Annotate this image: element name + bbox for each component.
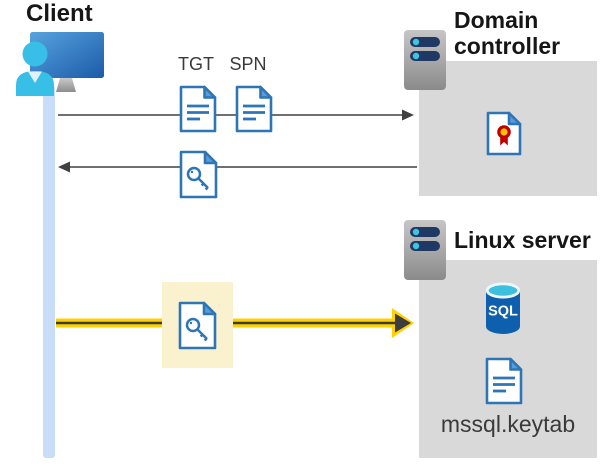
certificate-icon [486, 111, 522, 156]
domain-controller-heading: Domain controller [454, 7, 561, 59]
key-ticket-icon [179, 150, 218, 199]
tgt-document-icon [179, 85, 217, 133]
client-timeline [43, 86, 55, 458]
auth-arrow [56, 308, 414, 338]
user-silhouette [16, 41, 54, 96]
spn-label: SPN [229, 54, 267, 74]
request-arrow [58, 109, 414, 121]
monitor-screen [30, 32, 104, 78]
monitor-stand [56, 78, 76, 92]
client-monitor-user-icon [16, 32, 104, 96]
key-ticket-highlight-icon [178, 301, 217, 350]
linux-server-heading: Linux server [454, 227, 591, 253]
keytab-filename: mssql.keytab [440, 411, 576, 437]
keytab-document-icon [485, 357, 523, 405]
response-arrow [58, 161, 417, 173]
client-heading: Client [26, 0, 93, 27]
ribbon-seal [497, 125, 511, 146]
key-glyph [186, 166, 209, 191]
sql-icon-text: SQL [488, 304, 518, 320]
tgt-label: TGT [178, 54, 214, 74]
sql-database-icon: SQL [485, 282, 521, 334]
key-glyph [185, 317, 208, 342]
domain-controller-server-icon [404, 30, 446, 90]
linux-server-icon [404, 220, 446, 280]
spn-document-icon [235, 85, 273, 133]
